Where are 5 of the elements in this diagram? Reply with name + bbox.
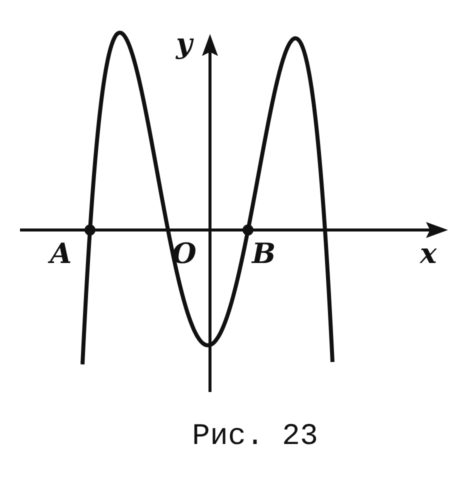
point-label: B: [252, 240, 276, 268]
axis-label: x: [420, 240, 437, 268]
axis-label: y: [176, 30, 192, 58]
figure-caption: Рис. 23: [190, 420, 320, 454]
point-label: A: [50, 240, 72, 268]
